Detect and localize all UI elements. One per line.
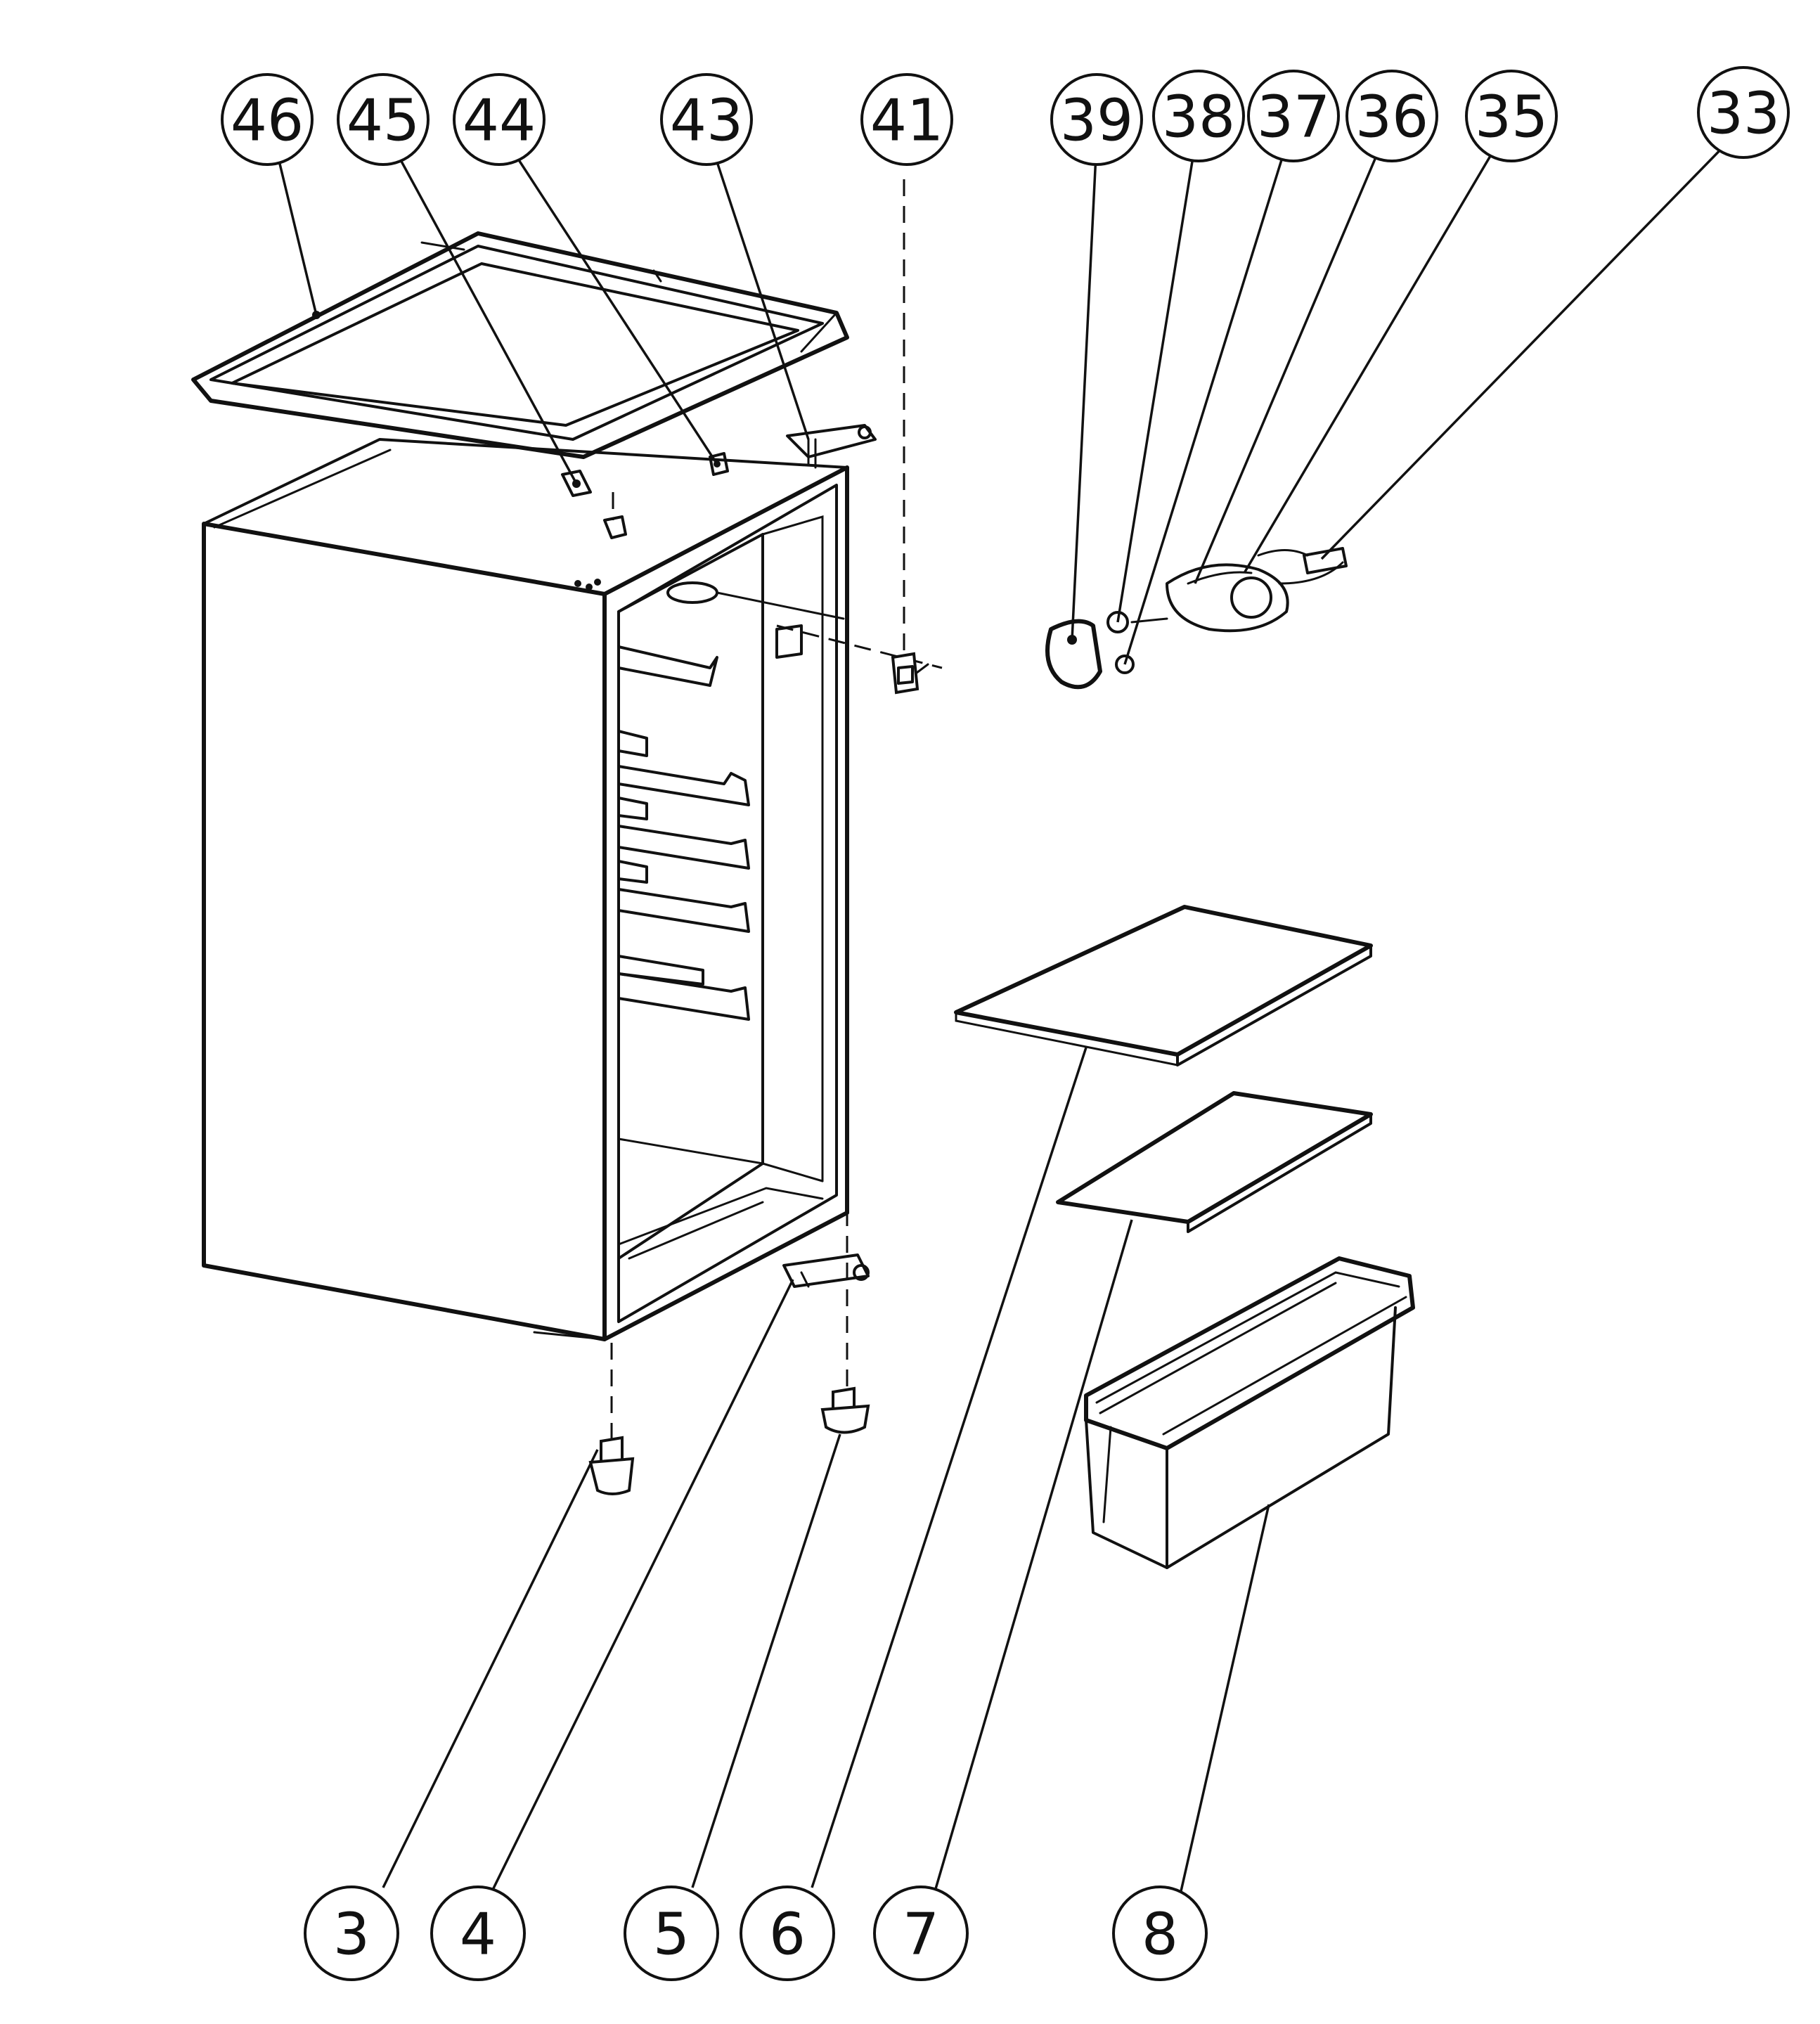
callout-label: 39 — [1060, 88, 1133, 155]
callout-balloon-37: 37 — [1247, 70, 1340, 162]
bottom-hinge-and-feet — [588, 1209, 870, 1495]
glass-shelf-large — [954, 905, 1373, 1066]
callout-label: 33 — [1707, 81, 1780, 148]
callout-balloon-4: 4 — [430, 1886, 526, 1981]
callout-label: 3 — [333, 1902, 370, 1968]
callout-balloon-6: 6 — [740, 1886, 835, 1981]
callout-label: 46 — [231, 88, 304, 155]
callout-label: 45 — [347, 88, 420, 155]
shelf-rails — [617, 645, 750, 1021]
callout-label: 37 — [1257, 84, 1330, 151]
callout-label: 4 — [460, 1902, 496, 1968]
callout-balloon-7: 7 — [873, 1886, 969, 1981]
callout-balloon-35: 35 — [1465, 70, 1558, 162]
callout-label: 5 — [653, 1902, 690, 1968]
callout-balloon-44: 44 — [453, 73, 546, 166]
callout-label: 36 — [1355, 84, 1428, 151]
top-panel — [191, 231, 849, 459]
callout-label: 44 — [463, 88, 536, 155]
callout-balloon-38: 38 — [1152, 70, 1245, 162]
callout-label: 38 — [1162, 84, 1235, 151]
callout-balloon-39: 39 — [1050, 73, 1143, 166]
callout-label: 8 — [1142, 1902, 1178, 1968]
callout-label: 43 — [670, 88, 743, 155]
thermostat-assembly — [666, 179, 943, 695]
callout-balloon-8: 8 — [1112, 1886, 1208, 1981]
top-hinge-parts — [561, 424, 877, 539]
callout-balloon-43: 43 — [660, 73, 753, 166]
glass-shelf-small — [1056, 1091, 1373, 1233]
callout-balloon-41: 41 — [860, 73, 953, 166]
electrical-parts — [1045, 547, 1348, 690]
callout-balloon-33: 33 — [1697, 66, 1790, 159]
callout-label: 7 — [903, 1902, 939, 1968]
crisper-drawer — [1084, 1256, 1415, 1569]
callout-label: 35 — [1475, 84, 1548, 151]
leader-lines — [273, 139, 1731, 1892]
callout-label: 41 — [870, 88, 943, 155]
cabinet-body — [202, 438, 849, 1341]
callout-balloon-36: 36 — [1345, 70, 1438, 162]
callout-balloon-3: 3 — [304, 1886, 399, 1981]
callout-balloon-46: 46 — [221, 73, 314, 166]
callout-balloon-45: 45 — [337, 73, 430, 166]
callout-label: 6 — [769, 1902, 806, 1968]
callout-balloon-5: 5 — [624, 1886, 719, 1981]
